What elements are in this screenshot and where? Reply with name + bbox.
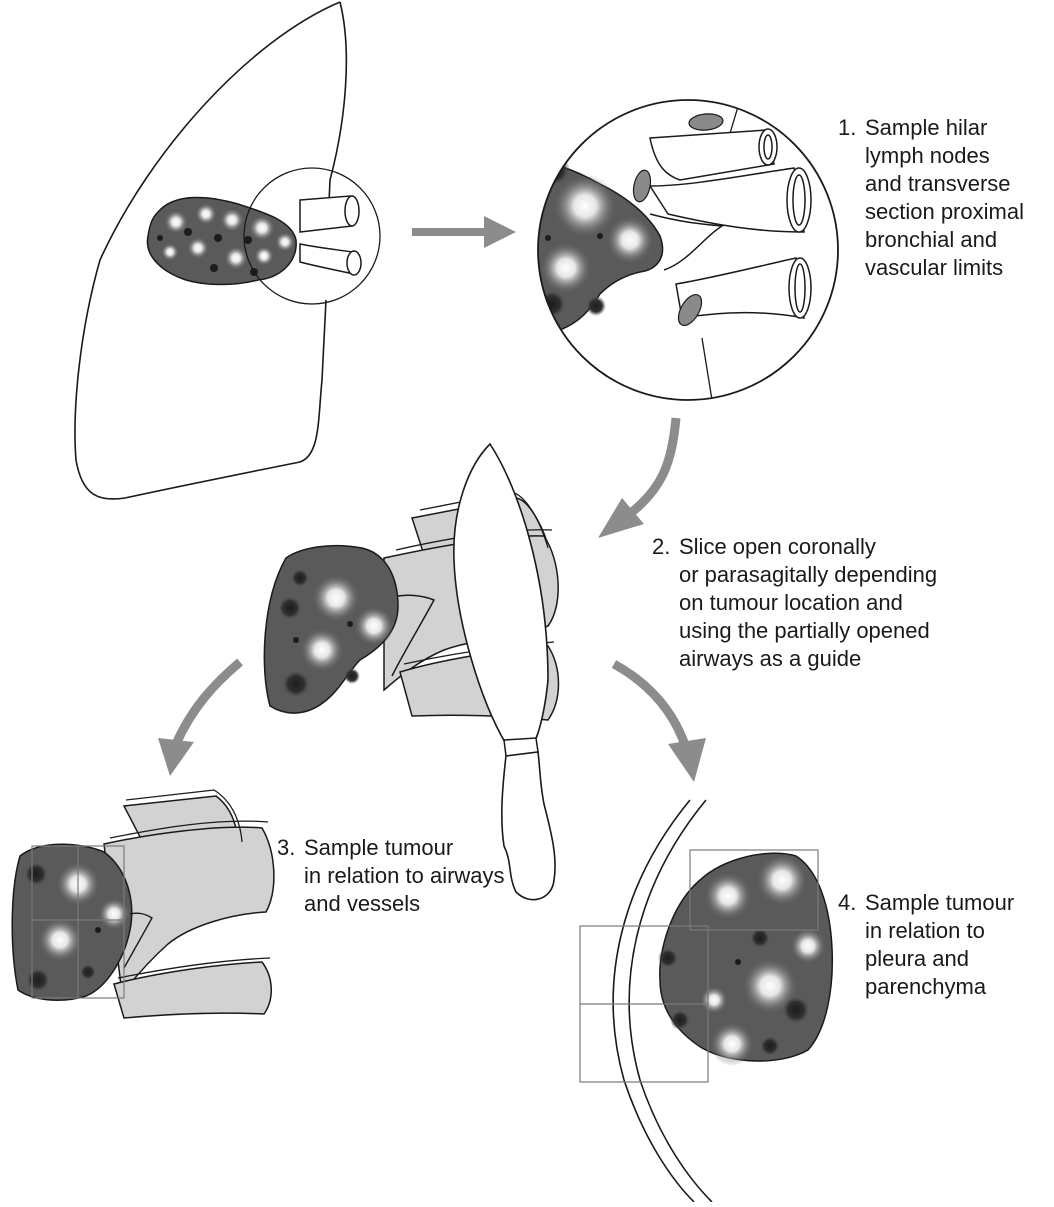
step-2-line: airways as a guide [679,645,937,673]
step-1-caption: 1. Sample hilar lymph nodes and transver… [838,114,1024,282]
step-3-caption: 3. Sample tumour in relation to airways … [277,834,505,918]
curved-arrow-left [158,662,240,776]
step-2-line: using the partially opened [679,617,937,645]
step-4-line: pleura and [865,945,1014,973]
step-1-number: 1. [838,114,865,282]
step-1-line: bronchial and [865,226,1024,254]
curved-arrow-icon [598,418,676,538]
tumour-small [147,197,296,284]
step-2-line: Slice open coronally [679,533,937,561]
pleura-specimen-sampled [580,800,832,1202]
step-4-line: parenchyma [865,973,1014,1001]
step-3-line: and vessels [304,890,505,918]
arrow-right [412,216,516,248]
step-3-number: 3. [277,834,304,918]
step-4-number: 4. [838,889,865,1001]
step-3-line: Sample tumour [304,834,505,862]
step-4-line: Sample tumour [865,889,1014,917]
step-3-line: in relation to airways [304,862,505,890]
hilar-vessels-small [300,196,361,275]
step-2-line: or parasagitally depending [679,561,937,589]
step-1-line: vascular limits [865,254,1024,282]
step-4-caption: 4. Sample tumour in relation to pleura a… [838,889,1014,1001]
curved-arrow-right [614,664,706,782]
step-1-line: lymph nodes [865,142,1024,170]
step-4-line: in relation to [865,917,1014,945]
step-2-line: on tumour location and [679,589,937,617]
step-1-line: Sample hilar [865,114,1024,142]
step-1-line: and transverse [865,170,1024,198]
step-2-number: 2. [652,533,679,673]
hilum-detail [520,100,838,400]
airway-specimen-sampled [12,790,274,1018]
step-1-line: section proximal [865,198,1024,226]
step-2-caption: 2. Slice open coronally or parasagitally… [652,533,937,673]
